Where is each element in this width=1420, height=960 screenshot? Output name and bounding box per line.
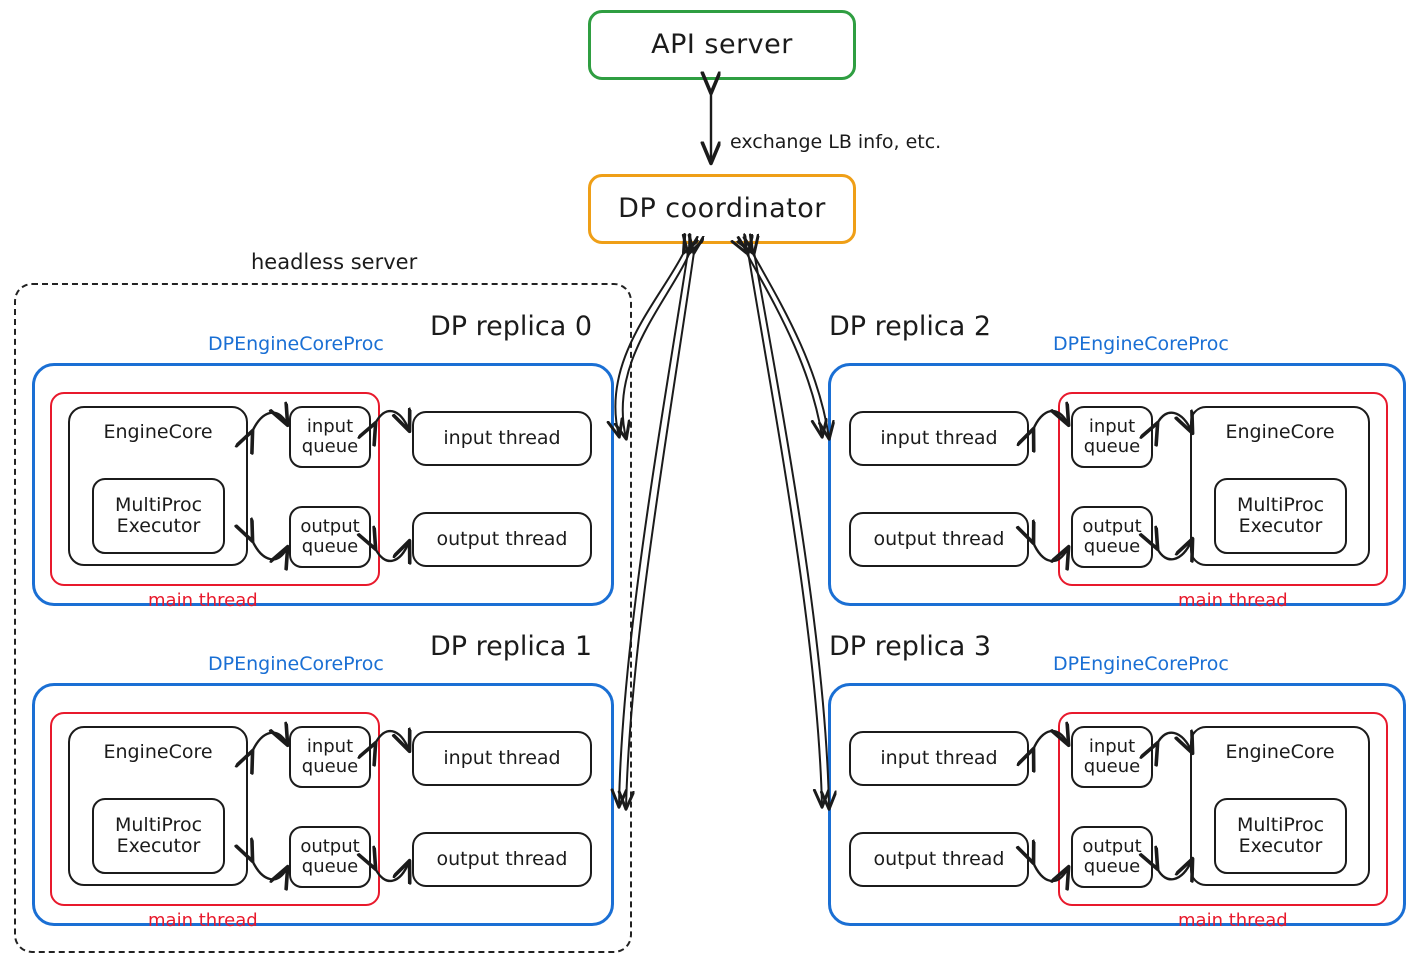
replica-1-output-thread-label: output thread xyxy=(436,847,568,870)
replica-2-input-thread[interactable]: input thread xyxy=(849,411,1029,466)
replica-2-input-thread-label: input thread xyxy=(880,426,998,449)
api-server-box[interactable]: API server xyxy=(588,10,856,80)
replica-0-output-queue-line1: output xyxy=(300,515,360,537)
replica-1-output-queue-line1: output xyxy=(300,835,360,857)
arrow-coordinator-to-replica-3 xyxy=(748,252,829,808)
replica-0-input-queue[interactable]: input queue xyxy=(289,406,371,468)
replica-2-engine-core-label: EngineCore xyxy=(1225,421,1335,443)
replica-3-title: DP replica 3 xyxy=(829,631,992,662)
replica-0-title: DP replica 0 xyxy=(430,311,593,342)
replica-1-main-thread-label: main thread xyxy=(148,910,258,931)
replica-3-input-thread[interactable]: input thread xyxy=(849,731,1029,786)
replica-1-output-queue[interactable]: output queue xyxy=(289,826,371,888)
replica-2-input-queue[interactable]: input queue xyxy=(1071,406,1153,468)
replica-3-mpe-line1: MultiProc xyxy=(1236,813,1325,836)
replica-2-multiproc-executor[interactable]: MultiProc Executor xyxy=(1214,478,1347,554)
replica-3-multiproc-executor[interactable]: MultiProc Executor xyxy=(1214,798,1347,874)
replica-3-main-thread-frame xyxy=(1058,712,1388,906)
replica-0-main-thread-frame xyxy=(50,392,380,586)
replica-3-proc-label: DPEngineCoreProc xyxy=(1053,653,1229,675)
replica-2-output-queue-line2: queue xyxy=(1083,536,1141,557)
replica-1-input-queue-line2: queue xyxy=(301,756,359,777)
replica-0-input-queue-line1: input xyxy=(306,415,354,437)
replica-1-main-thread-frame xyxy=(50,712,380,906)
replica-2-main-thread-label: main thread xyxy=(1178,590,1288,611)
replica-0-output-queue[interactable]: output queue xyxy=(289,506,371,568)
replica-3-output-thread-label: output thread xyxy=(873,847,1005,870)
replica-3-engine-core-label: EngineCore xyxy=(1225,741,1335,763)
replica-1-input-thread[interactable]: input thread xyxy=(412,731,592,786)
replica-0-output-queue-line2: queue xyxy=(301,536,359,557)
replica-2-mpe-line2: Executor xyxy=(1238,515,1323,537)
replica-3-input-queue[interactable]: input queue xyxy=(1071,726,1153,788)
arrow-coordinator-to-replica-2 xyxy=(746,252,829,438)
replica-1-mpe-line1: MultiProc xyxy=(114,813,203,836)
replica-2-main-thread-frame xyxy=(1058,392,1388,586)
replica-2-output-thread[interactable]: output thread xyxy=(849,512,1029,567)
replica-0-input-thread[interactable]: input thread xyxy=(412,411,592,466)
replica-0-mpe-line1: MultiProc xyxy=(114,493,203,516)
replica-1-multiproc-executor[interactable]: MultiProc Executor xyxy=(92,798,225,874)
replica-3-input-queue-line2: queue xyxy=(1083,756,1141,777)
replica-2-input-queue-line2: queue xyxy=(1083,436,1141,457)
replica-1-output-queue-line2: queue xyxy=(301,856,359,877)
replica-0-proc-label: DPEngineCoreProc xyxy=(208,333,384,355)
replica-0-mpe-line2: Executor xyxy=(116,515,201,537)
replica-2-title: DP replica 2 xyxy=(829,311,992,342)
replica-0-engine-core-label: EngineCore xyxy=(103,421,213,443)
replica-2-proc-label: DPEngineCoreProc xyxy=(1053,333,1229,355)
replica-0-input-queue-line2: queue xyxy=(301,436,359,457)
replica-2-output-queue[interactable]: output queue xyxy=(1071,506,1153,568)
replica-1-mpe-line2: Executor xyxy=(116,835,201,857)
replica-2-input-queue-line1: input xyxy=(1088,415,1136,437)
replica-3-output-thread[interactable]: output thread xyxy=(849,832,1029,887)
replica-2-output-queue-line1: output xyxy=(1082,515,1142,537)
replica-0-main-thread-label: main thread xyxy=(148,590,258,611)
replica-3-input-queue-line1: input xyxy=(1088,735,1136,757)
replica-2-output-thread-label: output thread xyxy=(873,527,1005,550)
replica-3-output-queue-line1: output xyxy=(1082,835,1142,857)
exchange-link-label: exchange LB info, etc. xyxy=(730,131,942,153)
replica-1-proc-label: DPEngineCoreProc xyxy=(208,653,384,675)
headless-server-label: headless server xyxy=(251,250,418,274)
replica-3-mpe-line2: Executor xyxy=(1238,835,1323,857)
dp-coordinator-label: DP coordinator xyxy=(618,192,826,224)
replica-1-input-queue[interactable]: input queue xyxy=(289,726,371,788)
replica-0-output-thread-label: output thread xyxy=(436,527,568,550)
replica-3-input-thread-label: input thread xyxy=(880,746,998,769)
replica-3-output-queue[interactable]: output queue xyxy=(1071,826,1153,888)
replica-3-main-thread-label: main thread xyxy=(1178,910,1288,931)
replica-1-input-thread-label: input thread xyxy=(443,746,561,769)
replica-3-output-queue-line2: queue xyxy=(1083,856,1141,877)
replica-1-input-queue-line1: input xyxy=(306,735,354,757)
api-server-label: API server xyxy=(651,28,793,60)
replica-1-output-thread[interactable]: output thread xyxy=(412,832,592,887)
replica-0-output-thread[interactable]: output thread xyxy=(412,512,592,567)
replica-0-multiproc-executor[interactable]: MultiProc Executor xyxy=(92,478,225,554)
replica-0-input-thread-label: input thread xyxy=(443,426,561,449)
replica-1-title: DP replica 1 xyxy=(430,631,593,662)
replica-2-mpe-line1: MultiProc xyxy=(1236,493,1325,516)
dp-coordinator-box[interactable]: DP coordinator xyxy=(588,174,856,244)
replica-1-engine-core-label: EngineCore xyxy=(103,741,213,763)
